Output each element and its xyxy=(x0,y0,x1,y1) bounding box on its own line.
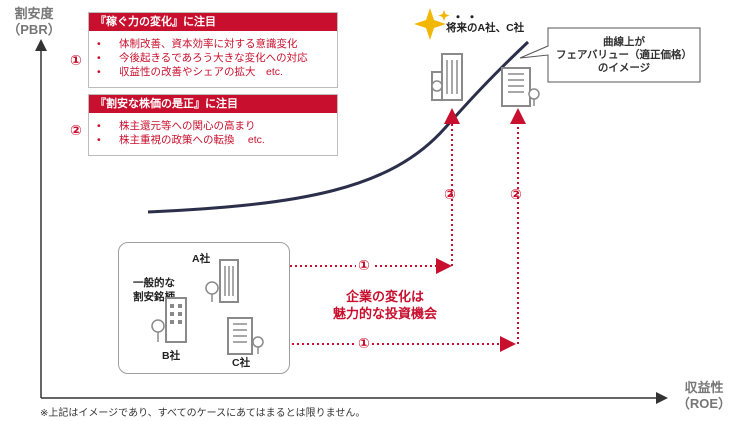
callout-line: 曲線上が xyxy=(603,36,645,48)
company-b-label: B社 xyxy=(162,350,181,362)
company-a-building-icon xyxy=(205,259,239,303)
general-undervalued-label: 一般的な 割安銘柄 xyxy=(124,276,184,304)
marker-2-c: ② xyxy=(510,186,522,202)
x-axis-subtitle: （ROE） xyxy=(676,396,732,411)
list-item: 株主重視の政策への転換 etc. xyxy=(97,133,337,147)
list-item: 今後起きるであろう大きな変化への対応 xyxy=(97,51,337,65)
box2-number: ② xyxy=(70,122,82,138)
company-c-building-icon xyxy=(227,317,264,355)
undervalued-group-box xyxy=(118,242,290,374)
callout-shape xyxy=(519,27,701,83)
focus-box-undervaluation: 『割安な株価の是正』に注目 株主還元等への関心の高まり 株主重視の政策への転換 … xyxy=(88,94,338,156)
marker-1-a: ① xyxy=(356,257,372,274)
box1-number: ① xyxy=(70,52,82,68)
box1-title: 『稼ぐ力の変化』に注目 xyxy=(89,13,337,31)
box2-title: 『割安な株価の是正』に注目 xyxy=(89,95,337,113)
dots: ・・ xyxy=(452,10,481,24)
x-axis-title: 収益性 xyxy=(684,380,724,395)
callout-line: フェアバリュー（適正価格） xyxy=(555,49,693,61)
y-axis-title: 割安度 xyxy=(14,6,54,21)
future-companies-label: 将来のA社、C社 xyxy=(446,22,525,34)
company-a-label: A社 xyxy=(192,253,211,265)
list-item: 体制改善、資本効率に対する意識変化 xyxy=(97,37,337,51)
future-building-c-icon xyxy=(501,67,540,107)
marker-2-a: ② xyxy=(444,186,456,202)
footnote: ※上記はイメージであり、すべてのケースにあてはまるとは限りません。 xyxy=(40,408,366,419)
future-building-a-icon xyxy=(431,53,463,101)
sparkle-icon xyxy=(414,8,450,40)
y-axis-label: 割安度 （PBR） xyxy=(2,6,66,38)
y-axis-subtitle: （PBR） xyxy=(7,22,61,37)
marker-1-c: ① xyxy=(356,335,372,352)
list-item: 株主還元等への関心の高まり xyxy=(97,119,337,133)
x-axis-label: 収益性 （ROE） xyxy=(672,380,736,412)
fair-value-curve xyxy=(147,40,530,214)
fair-value-callout: 曲線上が フェアバリュー（適正価格） のイメージ xyxy=(550,36,698,75)
box2-list: 株主還元等への関心の高まり 株主重視の政策への転換 etc. xyxy=(89,113,337,147)
focus-box-earning-power: 『稼ぐ力の変化』に注目 体制改善、資本効率に対する意識変化 今後起きるであろう大… xyxy=(88,12,338,88)
callout-line: のイメージ xyxy=(597,62,651,74)
message-line: 魅力的な投資機会 xyxy=(332,306,437,321)
investment-opportunity-message: 企業の変化は 魅力的な投資機会 xyxy=(320,288,450,322)
company-b-building-icon xyxy=(151,297,187,343)
group-label-line: 割安銘柄 xyxy=(133,291,175,303)
list-item: 収益性の改善やシェアの拡大 etc. xyxy=(97,65,337,79)
group-label-line: 一般的な xyxy=(133,277,175,289)
company-c-label: C社 xyxy=(232,357,251,369)
box1-list: 体制改善、資本効率に対する意識変化 今後起きるであろう大きな変化への対応 収益性… xyxy=(89,31,337,79)
message-line: 企業の変化は xyxy=(345,289,424,304)
